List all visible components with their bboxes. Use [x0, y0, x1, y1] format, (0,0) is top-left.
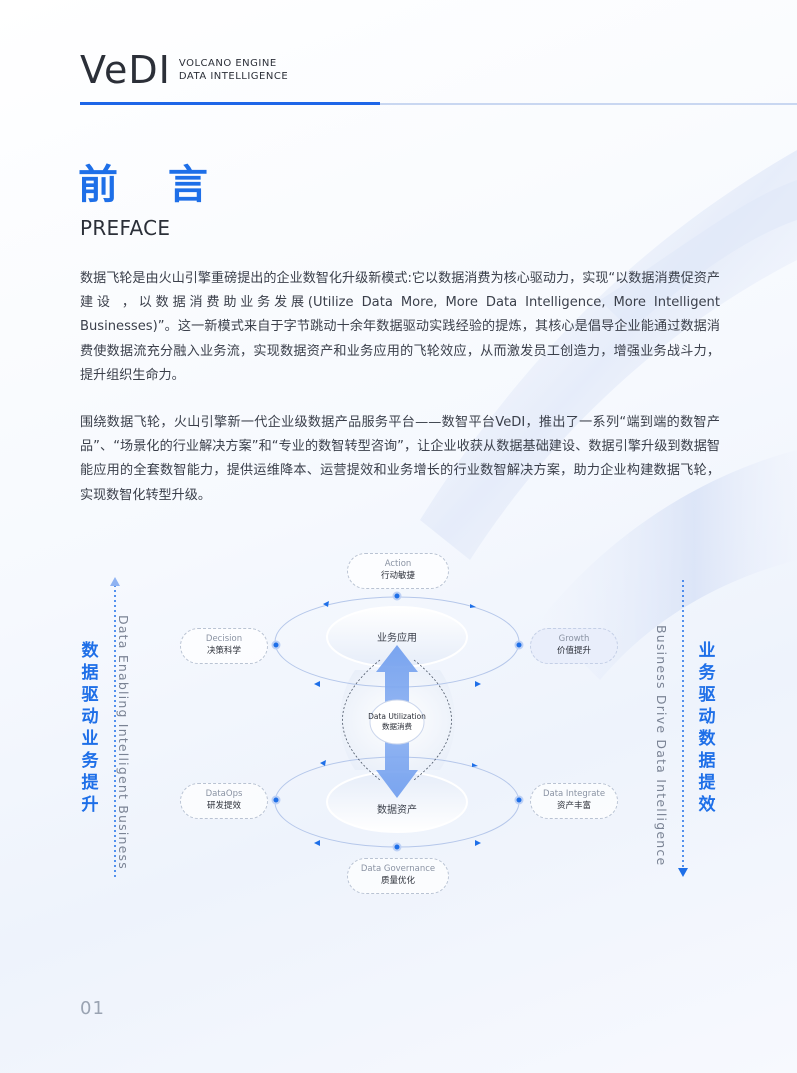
- flywheel-graphic: [110, 577, 688, 880]
- node-growth: Growth 价值提升: [530, 628, 618, 664]
- dot-action: [392, 591, 402, 601]
- paragraph-2: 围绕数据飞轮，火山引擎新一代企业级数据产品服务平台——数智平台VeDI，推出了一…: [80, 415, 720, 503]
- section-title-en: PREFACE: [80, 216, 171, 240]
- node-action: Action 行动敏捷: [347, 553, 449, 589]
- node-data-integrate: Data Integrate 资产丰富: [530, 783, 618, 819]
- left-flow-path: [342, 659, 381, 781]
- dot-governance: [392, 842, 402, 852]
- section-title-cn: 前 言: [78, 162, 226, 208]
- logo-subtitle-line1: VOLCANO ENGINE: [178, 58, 277, 69]
- flow-arrow: [320, 760, 326, 766]
- logo-subtitle-line2: DATA INTELLIGENCE: [178, 71, 289, 82]
- dot-decision: [271, 640, 281, 650]
- bottom-ellipse-label: 数据资产: [377, 805, 417, 816]
- header-divider: [80, 103, 797, 105]
- header-divider-accent: [80, 102, 380, 105]
- right-flow-path: [413, 659, 452, 781]
- right-vertical-subtitle: Business Drive Data Intelligence: [654, 625, 669, 867]
- dot-growth: [514, 640, 524, 650]
- logo-mark: VeDI: [80, 48, 171, 92]
- flow-arrow: [475, 681, 481, 687]
- left-vertical-title: 数 据 驱 动 业 务 提 升: [81, 641, 99, 815]
- data-flywheel-diagram: 数 据 驱 动 业 务 提 升 Data Enabling Intelligen…: [0, 540, 797, 900]
- node-decision: Decision 决策科学: [180, 628, 268, 664]
- flow-arrow: [314, 681, 320, 687]
- top-ellipse-label: 业务应用: [377, 633, 417, 644]
- logo-subtitle: VOLCANO ENGINE DATA INTELLIGENCE: [179, 57, 288, 83]
- vedi-logo: VeDI VOLCANO ENGINE DATA INTELLIGENCE: [80, 50, 288, 90]
- flow-arrow: [470, 604, 476, 608]
- right-axis-arrow: [678, 868, 688, 877]
- left-vertical-subtitle: Data Enabling Intelligent Business: [116, 615, 131, 870]
- flow-arrow: [323, 601, 329, 607]
- paragraph-1: 数据飞轮是由火山引擎重磅提出的企业数智化升级新模式:它以数据消费为核心驱动力，实…: [80, 271, 720, 383]
- dot-integrate: [514, 795, 524, 805]
- left-axis-arrow: [110, 577, 120, 586]
- center-label: Data Utilization 数据消费: [368, 712, 426, 731]
- page-number: 01: [80, 998, 105, 1019]
- flow-arrow: [475, 840, 481, 846]
- node-dataops: DataOps 研发提效: [180, 783, 268, 819]
- right-vertical-title: 业 务 驱 动 数 据 提 效: [698, 641, 716, 815]
- dot-dataops: [271, 795, 281, 805]
- flow-arrow: [314, 840, 320, 846]
- node-data-governance: Data Governance 质量优化: [347, 858, 449, 894]
- flow-arrow: [472, 763, 478, 767]
- center-circle: [369, 699, 425, 745]
